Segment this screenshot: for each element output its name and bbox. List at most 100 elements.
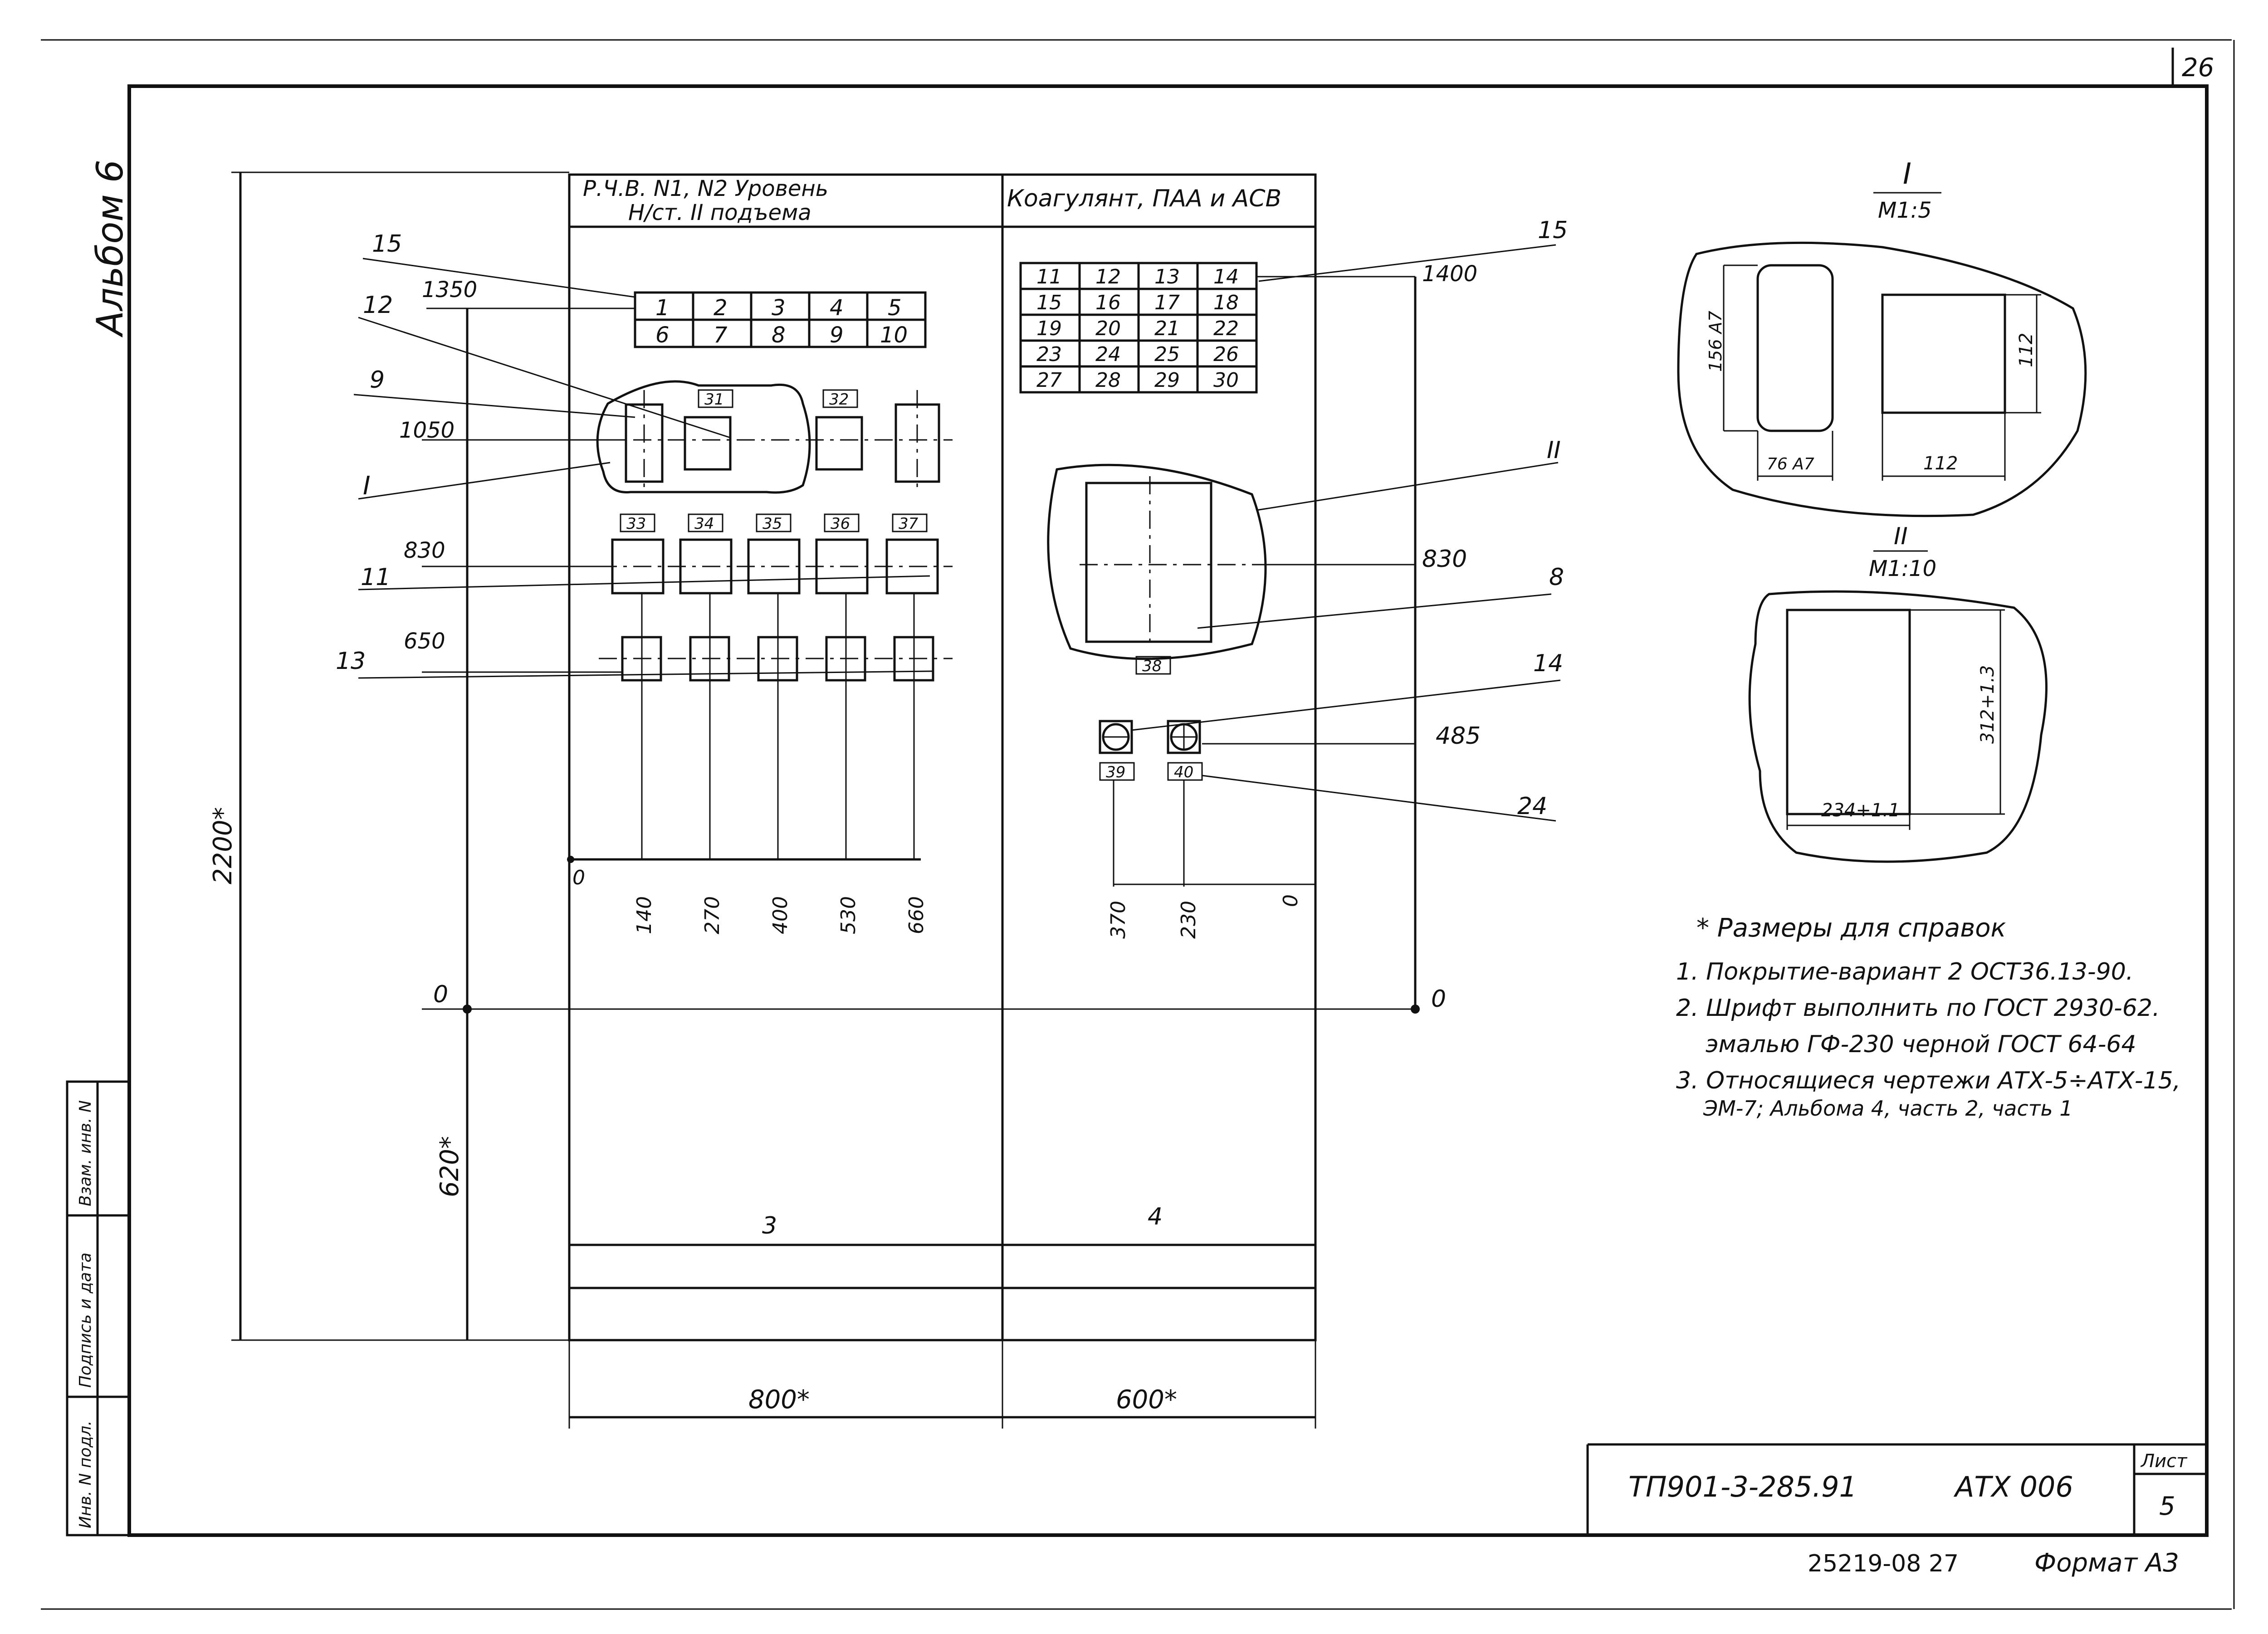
grid-cell: 29 (1154, 369, 1180, 392)
x-coord: 370 (1107, 901, 1130, 939)
detail-I-scale: М1:5 (1878, 198, 1932, 223)
device-tag: 33 (626, 515, 646, 533)
device-tag: 38 (1142, 657, 1162, 675)
device-tag: 35 (763, 515, 782, 533)
detail-I-dim-bottom: 112 (1923, 453, 1958, 474)
left-numbered-grid: 1 2 3 4 5 6 7 8 9 10 (634, 291, 927, 348)
note-line: 2. Шрифт выполнить по ГОСТ 2930-62. (1676, 995, 2160, 1022)
x-coord: 0 (1279, 894, 1302, 907)
grid-cell: 13 (1154, 265, 1180, 288)
device-tag: 40 (1174, 763, 1193, 781)
dim-width-left: 800* (748, 1385, 810, 1415)
grid-cell: 20 (1095, 317, 1121, 340)
title-block: ТП901-3-285.91 АТХ 006 Лист 5 25219-08 2… (1586, 1443, 2207, 1578)
grid-cell: 5 (888, 295, 902, 321)
sheet-label: Лист (2140, 1451, 2188, 1472)
section-label-left: 3 (762, 1212, 777, 1239)
note-line: 1. Покрытие-вариант 2 ОСТ36.13-90. (1676, 958, 2133, 985)
grid-cell: 24 (1095, 343, 1121, 366)
x-coord: 660 (905, 896, 928, 934)
grid-cell: 1 (655, 295, 670, 321)
device-tag: 31 (704, 390, 724, 409)
grid-cell: 15 (1036, 291, 1062, 314)
elevation-label: 485 (1436, 722, 1481, 750)
drawing-code: АТХ 006 (1953, 1470, 2073, 1503)
device-row-33-37: 33 34 35 36 37 (599, 513, 953, 595)
callout-label: I (363, 471, 371, 501)
note-line: 3. Относящиеся чертежи АТХ-5÷АТХ-15, (1676, 1067, 2180, 1094)
grid-cell: 9 (830, 322, 844, 348)
device-box (684, 416, 732, 471)
detail-I-dim-side: 112 (2016, 333, 2037, 367)
elevation-label: 830 (1422, 546, 1467, 573)
grid-cell: 30 (1213, 369, 1239, 392)
x-coord: 230 (1177, 901, 1200, 939)
elevation-label: 1400 (1422, 261, 1477, 287)
callout-label: 8 (1549, 564, 1564, 591)
note-line: эмалью ГФ-230 черной ГОСТ 64-64 (1706, 1031, 2136, 1058)
dim-base-height: 620* (435, 1136, 464, 1197)
callout-label: 15 (1538, 217, 1568, 244)
grid-cell: 19 (1036, 317, 1062, 340)
device-tag: 36 (831, 515, 850, 533)
elevation-label: 1350 (422, 277, 477, 302)
left-panel-header-line2: Н/ст. II подъема (628, 200, 811, 225)
grid-cell: 26 (1213, 343, 1239, 366)
note-line: ЭМ-7; Альбома 4, часть 2, часть 1 (1703, 1096, 2072, 1121)
grid-cell: 2 (714, 295, 728, 321)
detail-I-dim-width: 76 А7 (1767, 455, 1814, 473)
grid-cell: 27 (1036, 369, 1062, 392)
grid-cell: 17 (1154, 291, 1180, 314)
cutout-II (1786, 609, 1911, 815)
grid-cell: 11 (1036, 265, 1062, 288)
device-tag: 34 (694, 515, 714, 533)
callout-label: 14 (1533, 650, 1563, 677)
grid-cell: 16 (1095, 291, 1121, 314)
callout-label: 13 (336, 648, 366, 675)
grid-cell: 3 (772, 295, 786, 321)
left-panel-header-line1: Р.Ч.В. N1, N2 Уровень (583, 176, 828, 201)
callout-label: 12 (363, 292, 393, 319)
elevation-label: 1050 (399, 418, 455, 443)
section-label-right: 4 (1148, 1203, 1163, 1230)
cutout-square (1881, 293, 2006, 414)
signal-lamps: 39 40 (1099, 720, 1203, 781)
detail-I-outline (1677, 241, 2087, 517)
elevation-label: 650 (404, 629, 445, 654)
grid-cell: 7 (714, 322, 728, 348)
detail-II-scale: М1:10 (1869, 556, 1936, 581)
x-coord: 530 (837, 896, 860, 934)
grid-cell: 4 (830, 295, 844, 321)
sheet-no: 5 (2159, 1492, 2175, 1521)
doc-code: ТП901-3-285.91 (1628, 1470, 1857, 1503)
device-tag-box (698, 389, 733, 408)
device-tag-box (822, 389, 858, 408)
elevation-label: 0 (433, 981, 448, 1008)
stamp-replace-inv: Взам. инв. N (76, 1100, 95, 1206)
panel-outline (568, 173, 1317, 1341)
sheet-number: 26 (2182, 53, 2214, 83)
device-tag: 37 (899, 515, 919, 533)
x-coord: 0 (572, 866, 585, 889)
callout-label: 15 (372, 230, 402, 258)
detail-II-outline (1748, 590, 2048, 863)
stamp-inv-no: Инв. N подл. (76, 1420, 95, 1528)
grid-cell: 14 (1213, 265, 1239, 288)
x-coord: 140 (633, 896, 656, 934)
detail-II-title: II (1894, 523, 1908, 550)
grid-cell: 18 (1213, 291, 1239, 314)
notes: * Размеры для справок 1. Покрытие-вариан… (1676, 913, 2180, 1121)
device-tag: 39 (1106, 763, 1125, 781)
grid-cell: 28 (1095, 369, 1121, 392)
detail-I-dim-height: 156 А7 (1706, 311, 1725, 372)
stamp-signature-date: Подпись и дата (76, 1253, 95, 1388)
device-housing-II (1047, 463, 1267, 660)
dimension-lines: 2200* 1350 1050 830 650 0 620* 1400 830 … (208, 171, 1481, 1429)
x-coord: 270 (701, 896, 724, 934)
device-housing-I (596, 380, 811, 494)
callout-label: 11 (361, 564, 391, 591)
dim-width-right: 600* (1116, 1385, 1177, 1415)
device-tag: 32 (829, 390, 849, 409)
detail-I-title: I (1903, 157, 1911, 191)
callout-label: 9 (370, 366, 385, 394)
